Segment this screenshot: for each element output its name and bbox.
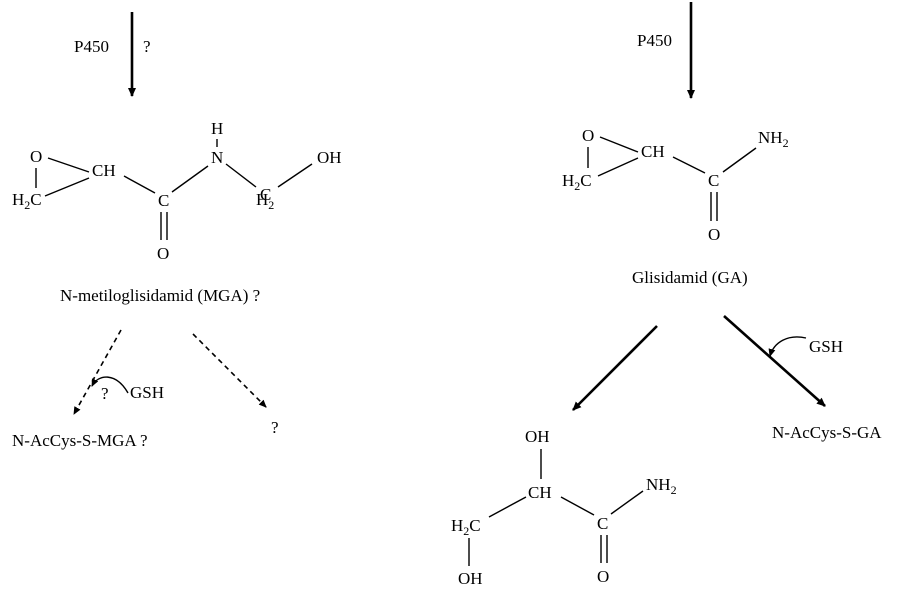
ga-products: GSH N-AcCys-S-GA xyxy=(572,315,882,442)
diol-carbonyl-c-atom: C xyxy=(597,514,608,533)
ga-nh2-atom: NH2 xyxy=(758,128,789,150)
mga-gsh-curved-arrow xyxy=(91,376,129,394)
left-p450-label: P450 xyxy=(74,37,109,56)
diol-carbonyl-o-atom: O xyxy=(597,567,609,586)
mga-o-atom: O xyxy=(30,147,42,166)
mga-ch2-atom: H2 xyxy=(256,190,274,212)
ga-structure: O CH H2C C O NH2 Glisidamid (GA) xyxy=(562,126,789,287)
mga-bond-ch2-oh xyxy=(277,163,313,188)
diol-structure: OH CH NH2 H2C C O OH xyxy=(451,427,677,588)
mga-conjugate-label: N-AcCys-S-MGA ? xyxy=(12,431,148,450)
mga-gsh-label: GSH xyxy=(130,383,164,402)
mga-carbonyl-c-atom: C xyxy=(158,191,169,210)
left-p450-question: ? xyxy=(143,37,151,56)
ga-bond-ch-c xyxy=(672,156,706,174)
mga-products: ? GSH N-AcCys-S-MGA ? ? xyxy=(12,329,279,450)
diol-oh-top-atom: OH xyxy=(525,427,550,446)
diol-bond-c-nh2 xyxy=(610,490,644,515)
mga-gsh-question: ? xyxy=(101,384,109,403)
ga-gsh-curved-arrow xyxy=(768,336,807,357)
ga-arrow-to-conjugate xyxy=(723,315,826,407)
mga-dashed-arrow-left xyxy=(73,329,122,415)
ga-name: Glisidamid (GA) xyxy=(632,268,748,287)
mga-bond-ch-c xyxy=(123,175,156,194)
right-p450-arrow-group: P450 xyxy=(637,2,695,99)
ga-bond-o-ch xyxy=(599,136,639,153)
diol-bond-ch-c xyxy=(560,496,595,516)
ga-o-atom: O xyxy=(582,126,594,145)
mga-nh-h-atom: H xyxy=(211,119,223,138)
ga-gsh-label: GSH xyxy=(809,337,843,356)
mga-name: N-metiloglisidamid (MGA) ? xyxy=(60,286,260,305)
mga-dashed-arrow-right xyxy=(192,333,267,408)
ga-arrow-to-diol xyxy=(572,325,658,411)
mga-h2c-atom: H2C xyxy=(12,190,42,212)
mga-unknown-product: ? xyxy=(271,418,279,437)
mga-ch2-c-label: C xyxy=(260,185,271,204)
mga-oh-atom: OH xyxy=(317,148,342,167)
ga-bond-ch2-ch xyxy=(597,157,639,177)
diol-ch-atom: CH xyxy=(528,483,552,502)
mga-ch-atom: CH xyxy=(92,161,116,180)
mga-bond-ch2-ch xyxy=(44,177,90,197)
ga-carbonyl-c-atom: C xyxy=(708,171,719,190)
ga-bond-c-nh2 xyxy=(722,147,757,173)
ga-ch-atom: CH xyxy=(641,142,665,161)
mga-bond-n-ch2 xyxy=(225,163,257,188)
diol-h2c-atom: H2C xyxy=(451,516,481,538)
diol-bond-ch-ch2 xyxy=(488,496,527,518)
mga-n-atom: N xyxy=(211,148,223,167)
mga-carbonyl-o-atom: O xyxy=(157,244,169,263)
right-p450-label: P450 xyxy=(637,31,672,50)
left-p450-arrow-group: P450 ? xyxy=(74,12,151,97)
mga-bond-o-ch xyxy=(47,157,90,173)
diol-oh-bottom-atom: OH xyxy=(458,569,483,588)
diol-nh2-atom: NH2 xyxy=(646,475,677,497)
ga-conjugate-label: N-AcCys-S-GA xyxy=(772,423,882,442)
ga-h2c-atom: H2C xyxy=(562,171,592,193)
mga-structure: O CH H2C C O N H H2 C OH C N-metiloglisi… xyxy=(12,119,342,305)
mga-bond-c-n xyxy=(171,165,209,193)
ga-carbonyl-o-atom: O xyxy=(708,225,720,244)
